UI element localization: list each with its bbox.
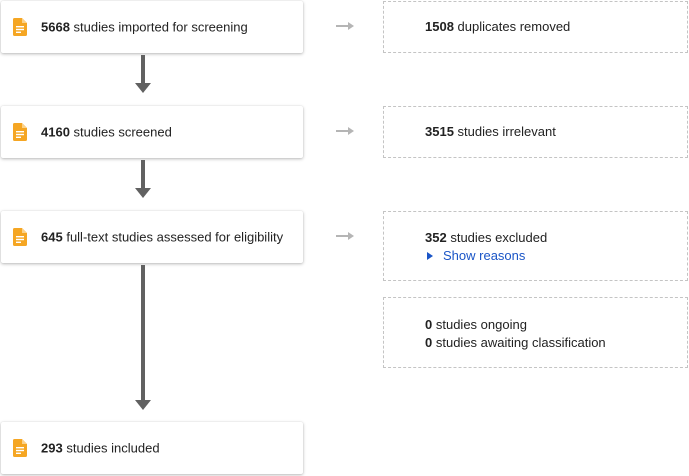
duplicates-text: 1508 duplicates removed: [425, 19, 570, 34]
included-count: 293: [41, 440, 63, 456]
imported-label: studies imported for screening: [73, 19, 248, 35]
document-icon: [13, 228, 27, 246]
document-icon: [13, 123, 27, 141]
fulltext-text: 645 full-text studies assessed for eligi…: [41, 230, 283, 245]
fulltext-count: 645: [41, 229, 63, 245]
duplicates-box: 1508 duplicates removed: [383, 1, 688, 53]
ongoing-label: studies ongoing: [435, 317, 527, 332]
document-icon: [13, 439, 27, 457]
duplicates-label: duplicates removed: [457, 19, 571, 34]
arrow-down-icon: [135, 265, 151, 410]
awaiting-count: 0: [425, 335, 433, 350]
arrow-right-icon: [336, 127, 354, 135]
imported-box: 5668 studies imported for screening: [1, 1, 303, 53]
ongoing-count: 0: [425, 317, 433, 332]
arrow-right-icon: [336, 232, 354, 240]
show-reasons-label: Show reasons: [443, 248, 526, 263]
imported-count: 5668: [41, 19, 70, 35]
irrelevant-text: 3515 studies irrelevant: [425, 124, 556, 139]
screened-count: 4160: [41, 124, 70, 140]
arrow-right-icon: [336, 22, 354, 30]
awaiting-label: studies awaiting classification: [435, 335, 606, 350]
irrelevant-count: 3515: [425, 124, 454, 139]
screened-text: 4160 studies screened: [41, 125, 172, 140]
excluded-label: studies excluded: [450, 230, 548, 245]
irrelevant-label: studies irrelevant: [457, 124, 556, 139]
awaiting-text: 0 studies awaiting classification: [425, 335, 606, 350]
show-reasons-link[interactable]: Show reasons: [425, 248, 525, 263]
ongoing-text: 0 studies ongoing: [425, 317, 527, 332]
caret-right-icon: [427, 251, 433, 260]
ongoing-box: 0 studies ongoing 0 studies awaiting cla…: [383, 297, 688, 368]
included-box: 293 studies included: [1, 422, 303, 474]
screened-box: 4160 studies screened: [1, 106, 303, 158]
fulltext-box: 645 full-text studies assessed for eligi…: [1, 211, 303, 263]
irrelevant-box: 3515 studies irrelevant: [383, 106, 688, 158]
arrow-down-icon: [135, 160, 151, 198]
included-text: 293 studies included: [41, 441, 160, 456]
arrow-down-icon: [135, 55, 151, 93]
duplicates-count: 1508: [425, 19, 454, 34]
fulltext-label: full-text studies assessed for eligibili…: [66, 229, 284, 245]
excluded-text: 352 studies excluded: [425, 230, 547, 245]
imported-text: 5668 studies imported for screening: [41, 20, 248, 35]
excluded-box: 352 studies excluded Show reasons: [383, 211, 688, 281]
screened-label: studies screened: [73, 124, 172, 140]
included-label: studies included: [66, 440, 160, 456]
excluded-count: 352: [425, 230, 447, 245]
document-icon: [13, 18, 27, 36]
